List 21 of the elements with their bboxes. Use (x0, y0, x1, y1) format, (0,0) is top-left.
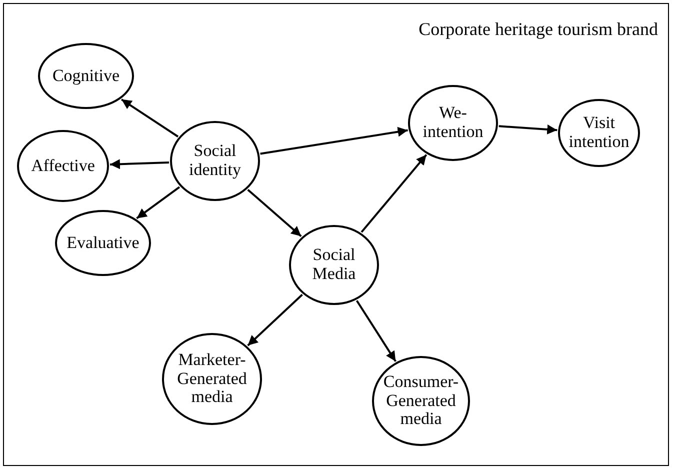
node-label: Cognitive (51, 66, 121, 86)
node-label: Evaluative (66, 234, 140, 252)
node-label: Social Media (311, 246, 357, 284)
arrow (356, 300, 396, 362)
node-label: Social identity (188, 142, 242, 180)
arrow (110, 159, 170, 170)
node-label: Consumer-Generated media (382, 372, 460, 430)
node-label: Affective (30, 156, 96, 176)
frame-box (3, 3, 669, 466)
diagram-heading: Corporate heritage tourism brand (418, 18, 658, 40)
arrow (260, 126, 408, 155)
node-label: Marketer-Generated media (176, 350, 248, 408)
arrow (120, 98, 179, 138)
arrow (498, 124, 558, 134)
arrow (136, 186, 180, 220)
arrow (360, 154, 428, 233)
ellipse-node (289, 225, 379, 305)
node-label: Visit intention (568, 114, 630, 152)
node-label: We-intention (422, 104, 484, 142)
arrow (247, 188, 302, 238)
arrow (247, 294, 303, 346)
